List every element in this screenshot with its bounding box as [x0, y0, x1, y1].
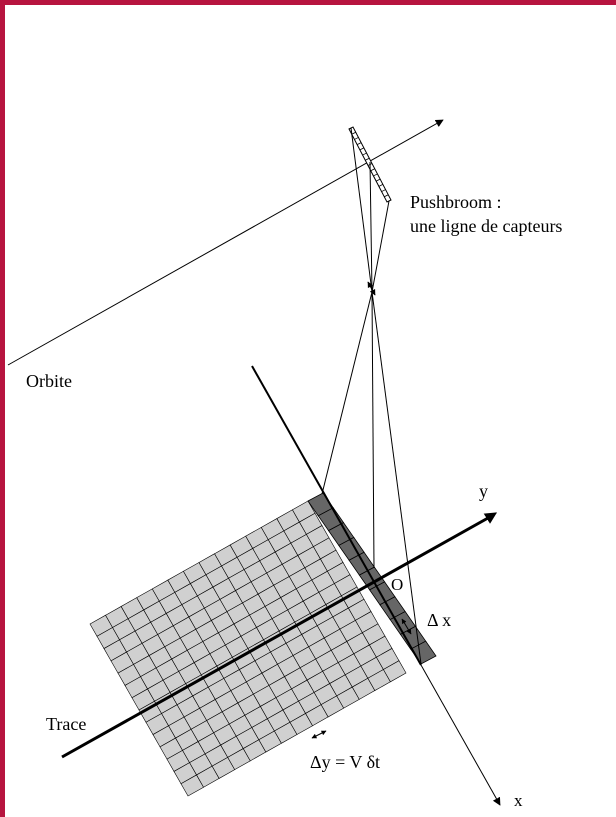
delta-x-label: Δ x — [427, 610, 451, 630]
trace-label: Trace — [46, 714, 86, 734]
axis-y-arrow — [483, 512, 498, 524]
sensor-tick — [381, 189, 386, 192]
origin-label: O — [391, 575, 403, 594]
sensor-tick — [370, 168, 375, 172]
sensor-tick — [384, 194, 389, 198]
focal-point-arrow — [367, 281, 376, 296]
top-border — [0, 0, 616, 5]
sensor-tick — [362, 152, 367, 156]
orbit-line — [7, 119, 444, 366]
cross-track-axis — [251, 365, 422, 666]
sensor-tick — [354, 137, 359, 140]
left-border — [0, 0, 5, 817]
orbite-label: Orbite — [26, 371, 72, 391]
projection-lines — [321, 127, 422, 665]
ground-swath-grid — [89, 500, 407, 797]
axis-y-label: y — [479, 481, 488, 501]
sensor-tick — [351, 131, 356, 135]
trace-axis — [61, 516, 489, 759]
sensor-tick — [359, 147, 365, 151]
delta-y-marker — [311, 730, 327, 739]
sensor-tick — [356, 142, 362, 146]
axis-x-arrow — [420, 664, 501, 806]
sensor-tick — [375, 178, 381, 182]
grid-cell — [383, 660, 407, 683]
delta-y-label: Δy = V δt — [310, 752, 380, 772]
sensor-tick — [378, 183, 384, 187]
axis-x-label: x — [514, 791, 523, 810]
pushbroom-label-line2: une ligne de capteurs — [410, 216, 562, 236]
sensor-tick — [365, 157, 370, 161]
delta-x-marker — [401, 618, 412, 635]
sensor-tick — [373, 173, 378, 177]
pushbroom-label-line1: Pushbroom : — [410, 192, 502, 212]
